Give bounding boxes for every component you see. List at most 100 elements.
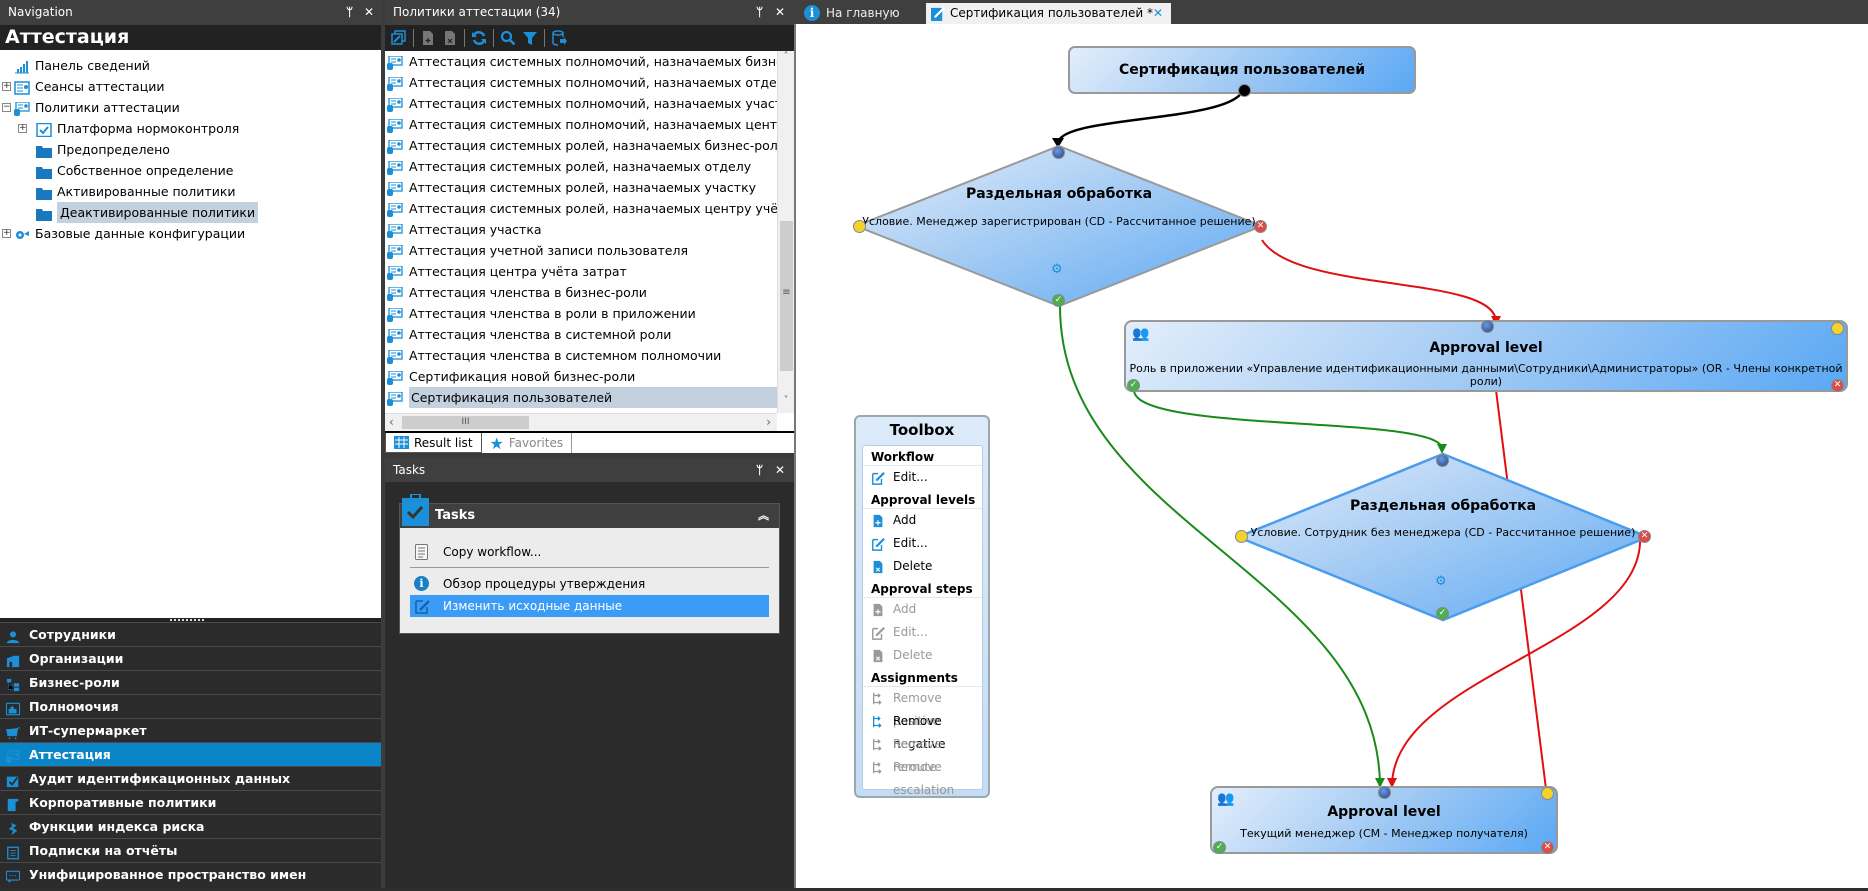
list-item[interactable]: Аттестация системных ролей, назначаемых … (385, 135, 794, 156)
positive-connector[interactable]: ✓ (1213, 841, 1226, 854)
tree-item[interactable]: Панель сведений (14, 55, 150, 76)
list-item[interactable]: Аттестация членства в системной роли (385, 324, 794, 345)
negative-connector[interactable]: ✕ (1254, 220, 1267, 233)
task-edit-master-data[interactable]: Изменить исходные данные (410, 595, 769, 617)
toolbox-add[interactable]: Add (863, 598, 982, 621)
toolbox-delete[interactable]: Delete (863, 644, 982, 667)
toolbox-edit[interactable]: Edit... (863, 466, 982, 489)
category-report[interactable]: Подписки на отчёты (0, 838, 381, 862)
start-node[interactable]: Сертификация пользователей (1068, 46, 1416, 97)
pin-icon[interactable]: ᛘ (756, 5, 764, 19)
approval-level-node-1[interactable]: 👥 Approval level Роль в приложении «Упра… (1124, 320, 1848, 392)
category-attestation[interactable]: Аттестация (0, 742, 381, 766)
reroute-connector[interactable] (1541, 787, 1554, 800)
list-item[interactable]: Аттестация членства в системном полномоч… (385, 345, 794, 366)
hscroll-thumb[interactable]: III (402, 416, 529, 429)
negative-connector[interactable]: ✕ (1541, 841, 1554, 854)
positive-connector[interactable]: ✓ (1052, 294, 1065, 307)
tab-user-certification[interactable]: Сертификация пользователей * ✕ (926, 3, 1171, 24)
toolbox-add[interactable]: Add (863, 509, 982, 532)
task-approval-overview[interactable]: i Обзор процедуры утверждения (410, 573, 769, 595)
pin-icon[interactable]: ᛘ (346, 5, 354, 19)
collapse-icon[interactable]: ︽ (758, 509, 769, 522)
delete-icon[interactable] (442, 30, 458, 46)
close-icon[interactable]: ✕ (775, 5, 786, 19)
list-item[interactable]: Аттестация системных полномочий, назнача… (385, 51, 794, 72)
tree-item[interactable]: Активированные политики (36, 181, 236, 202)
tree-item[interactable]: Деактивированные политики (36, 202, 259, 223)
category-person[interactable]: Сотрудники (0, 622, 381, 646)
list-item[interactable]: Аттестация учетной записи пользователя (385, 240, 794, 261)
scroll-down-icon[interactable]: ˅ (783, 395, 789, 406)
expand-toggle[interactable]: + (18, 123, 27, 133)
pin-icon[interactable]: ᛘ (756, 463, 764, 477)
task-copy-workflow[interactable]: Copy workflow... (410, 541, 769, 563)
list-item[interactable]: Аттестация системных полномочий, назнача… (385, 93, 794, 114)
input-connector[interactable] (1052, 146, 1065, 159)
scroll-right-icon[interactable]: › (766, 415, 771, 429)
list-item[interactable]: Аттестация системных полномочий, назнача… (385, 114, 794, 135)
close-tab-icon[interactable]: ✕ (1152, 6, 1163, 20)
input-connector[interactable] (1481, 320, 1494, 333)
list-item[interactable]: Аттестация членства в бизнес-роли (385, 282, 794, 303)
list-item[interactable]: Аттестация системных ролей, назначаемых … (385, 177, 794, 198)
negative-connector[interactable]: ✕ (1638, 530, 1651, 543)
list-item[interactable]: Аттестация участка (385, 219, 794, 240)
category-cart[interactable]: ИТ-супермаркет (0, 718, 381, 742)
vertical-scrollbar[interactable]: ˄ ≡ ˅ (777, 51, 794, 413)
tab-home[interactable]: i На главную (802, 3, 900, 24)
list-item[interactable]: Аттестация системных полномочий, назнача… (385, 72, 794, 93)
category-audit[interactable]: Аудит идентификационных данных (0, 766, 381, 790)
tree-item[interactable]: Сеансы аттестации (14, 76, 164, 97)
list-item[interactable]: Аттестация членства в роли в приложении (385, 303, 794, 324)
add-icon[interactable] (420, 30, 436, 46)
list-item[interactable]: Аттестация системных ролей, назначаемых … (385, 156, 794, 177)
approval-level-node-2[interactable]: 👥 Approval level Текущий менеджер (CM - … (1210, 786, 1558, 854)
list-item[interactable]: Сертификация пользователей (385, 387, 794, 408)
positive-connector[interactable]: ✓ (1436, 607, 1449, 620)
positive-connector[interactable]: ✓ (1127, 379, 1140, 392)
list-item[interactable]: Аттестация центра учёта затрат (385, 261, 794, 282)
category-risk[interactable]: Функции индекса риска (0, 814, 381, 838)
filter-icon[interactable] (522, 30, 538, 46)
list-item[interactable]: Сертификация новой бизнес-роли (385, 366, 794, 387)
refresh-icon[interactable] (471, 30, 487, 46)
tree-item[interactable]: Предопределено (36, 139, 170, 160)
negative-connector[interactable]: ✕ (1831, 379, 1844, 392)
export-icon[interactable] (551, 30, 567, 46)
expand-toggle[interactable]: − (2, 102, 11, 112)
workflow-canvas[interactable]: Сертификация пользователей Раздельная об… (794, 24, 1868, 888)
reroute-connector[interactable] (1831, 322, 1844, 335)
horizontal-scrollbar[interactable]: ‹ III › (385, 413, 777, 431)
decision-node-1[interactable]: Раздельная обработка Условие. Менеджер з… (853, 144, 1267, 308)
tasks-box-header[interactable]: Tasks ︽ (400, 494, 779, 528)
edit-icon[interactable] (391, 30, 407, 46)
close-icon[interactable]: ✕ (364, 5, 375, 19)
category-policy[interactable]: Корпоративные политики (0, 790, 381, 814)
tab-result-list[interactable]: Result list (385, 433, 482, 453)
category-namespace[interactable]: Унифицированное пространство имен (0, 862, 381, 886)
scroll-thumb[interactable]: ≡ (780, 221, 793, 371)
expand-toggle[interactable]: + (2, 228, 11, 238)
toolbox-edit[interactable]: Edit... (863, 621, 982, 644)
toolbox-remove-negative[interactable]: Remove negative (863, 710, 982, 751)
tree-item[interactable]: Базовые данные конфигурации (14, 223, 245, 244)
close-icon[interactable]: ✕ (775, 463, 786, 477)
toolbox-remove-reroute[interactable]: Remove reroute (863, 733, 982, 774)
toolbox-remove-positive[interactable]: Remove positive (863, 687, 982, 728)
scroll-left-icon[interactable]: ‹ (389, 415, 394, 429)
toolbox-delete[interactable]: Delete (863, 555, 982, 578)
category-building[interactable]: Организации (0, 646, 381, 670)
reroute-connector[interactable] (1235, 530, 1248, 543)
tree-item[interactable]: Политики аттестации (14, 97, 180, 118)
tab-favorites[interactable]: ★ Favorites (482, 433, 573, 453)
start-connector[interactable] (1238, 84, 1251, 97)
scroll-up-icon[interactable]: ˄ (783, 51, 789, 62)
input-connector[interactable] (1436, 454, 1449, 467)
toolbox-edit[interactable]: Edit... (863, 532, 982, 555)
toolbox-remove-escalation[interactable]: Remove escalation (863, 756, 982, 797)
category-business-roles[interactable]: Бизнес-роли (0, 670, 381, 694)
tree-item[interactable]: Платформа нормоконтроля (36, 118, 239, 139)
category-entitlements[interactable]: Полномочия (0, 694, 381, 718)
reroute-connector[interactable] (853, 220, 866, 233)
